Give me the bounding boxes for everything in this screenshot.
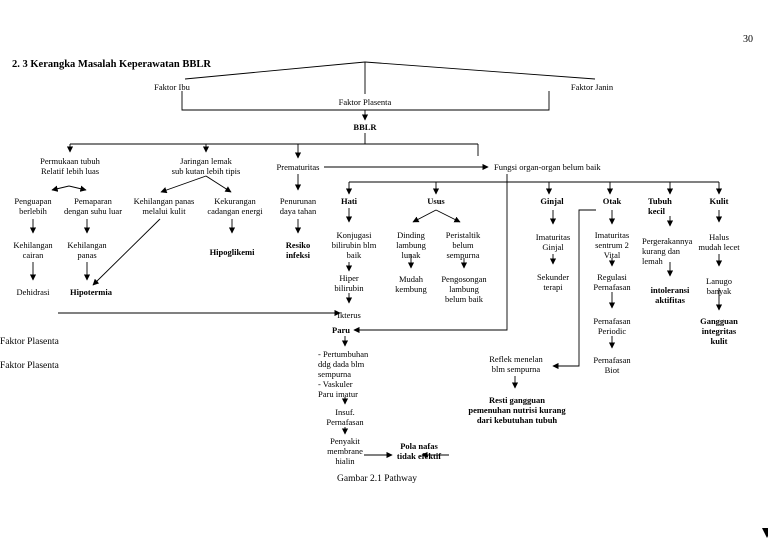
node-paru: Paru bbox=[332, 325, 350, 335]
page-number: 30 bbox=[743, 34, 753, 45]
figure-caption: Gambar 2.1 Pathway bbox=[337, 474, 417, 484]
node-pola-nafas: Pola nafas tidak efektif bbox=[396, 441, 442, 461]
node-kulit: Kulit bbox=[709, 196, 729, 206]
section-heading: 2. 3 Kerangka Masalah Keperawatan BBLR bbox=[12, 59, 211, 70]
node-lanugo-banyak: Lanugo banyak bbox=[706, 276, 732, 296]
node-pergerakan: Pergerakannya kurang dan lemah bbox=[642, 236, 693, 266]
node-penurunan-daya-tahan: Penurunan daya tahan bbox=[279, 196, 317, 216]
side-label-1: Faktor Plasenta bbox=[0, 337, 59, 347]
corner-triangle-icon bbox=[762, 528, 768, 538]
node-konjugasi: Konjugasi bilirubin blm baik bbox=[331, 230, 377, 260]
node-tubuh-kecil: Tubuh kecil bbox=[648, 196, 672, 216]
node-resti-nutrisi: Resti gangguan pemenuhan nutrisi kurang … bbox=[468, 395, 566, 425]
node-pernafasan-biot: Pernafasan Biot bbox=[593, 355, 631, 375]
node-insuf-pernafasan: Insuf. Pernafasan bbox=[326, 407, 364, 427]
node-gangguan-integritas-kulit: Gangguan integritas kulit bbox=[700, 316, 738, 346]
node-hati: Hati bbox=[340, 196, 358, 206]
node-kehilangan-panas-kulit: Kehilangan panas melalui kulit bbox=[133, 196, 195, 216]
node-mudah-kembung: Mudah kembung bbox=[395, 274, 427, 294]
node-faktor-ibu: Faktor Ibu bbox=[154, 82, 190, 92]
node-faktor-janin: Faktor Janin bbox=[570, 82, 614, 92]
node-hipotermia: Hipotermia bbox=[69, 287, 113, 297]
node-faktor-plasenta: Faktor Plasenta bbox=[338, 97, 392, 107]
node-peristaltik: Peristaltik belum sempurna bbox=[445, 230, 481, 260]
node-imaturitas-ginjal: Imaturitas Ginjal bbox=[535, 232, 571, 252]
node-usus: Usus bbox=[427, 196, 445, 206]
node-pertumbuhan: - Pertumbuhan ddg dada blm sempurna - Va… bbox=[318, 349, 369, 399]
node-fungsi-organ: Fungsi organ-organ belum baik bbox=[494, 162, 601, 172]
node-ikterus: Ikterus bbox=[337, 310, 361, 320]
node-pernafasan-periodik: Pernafasan Periodic bbox=[593, 316, 631, 336]
node-hiper-bilirubin: Hiper bilirubin bbox=[334, 273, 364, 293]
node-reflek-menelan: Reflek menelan blm sempurna bbox=[489, 354, 543, 374]
node-pengosongan-lambung: Pengosongan lambung belum baik bbox=[441, 274, 487, 304]
node-imaturitas-sentrum: Imaturitas sentrum 2 Vital bbox=[594, 230, 630, 260]
node-penyakit-membrane-hialin: Penyakit membrane hialin bbox=[327, 436, 363, 466]
node-dehidrasi: Dehidrasi bbox=[16, 287, 50, 297]
node-dinding-lambung: Dinding lambung lunak bbox=[396, 230, 426, 260]
node-penguapan: Penguapan berlebih bbox=[14, 196, 52, 216]
node-permukaan: Permukaan tubuh Relatif lebih luas bbox=[40, 156, 100, 176]
node-otak: Otak bbox=[602, 196, 622, 206]
side-label-2: Faktor Plasenta bbox=[0, 361, 59, 371]
node-kehilangan-panas: Kehilangan panas bbox=[67, 240, 107, 260]
node-jaringan: Jaringan lemak sub kutan lebih tipis bbox=[171, 156, 241, 176]
node-hipoglikemi: Hipoglikemi bbox=[209, 247, 255, 257]
node-halus-mudah-lecet: Halus mudah lecet bbox=[698, 232, 740, 252]
node-prematuritas: Prematuritas bbox=[276, 162, 320, 172]
node-pemaparan: Pemaparan dengan suhu luar bbox=[63, 196, 123, 216]
node-intoleransi-aktifitas: intoleransi aktifitas bbox=[650, 285, 690, 305]
node-regulasi-pernafasan: Regulasi Pernafasan bbox=[593, 272, 631, 292]
node-ginjal: Ginjal bbox=[540, 196, 564, 206]
node-resiko-infeksi: Resiko infeksi bbox=[285, 240, 311, 260]
node-kehilangan-cairan: Kehilangan cairan bbox=[13, 240, 53, 260]
node-bblr: BBLR bbox=[353, 122, 377, 132]
node-sekunder-terapi: Sekunder terapi bbox=[536, 272, 570, 292]
node-kekurangan-energi: Kekurangan cadangan energi bbox=[207, 196, 263, 216]
